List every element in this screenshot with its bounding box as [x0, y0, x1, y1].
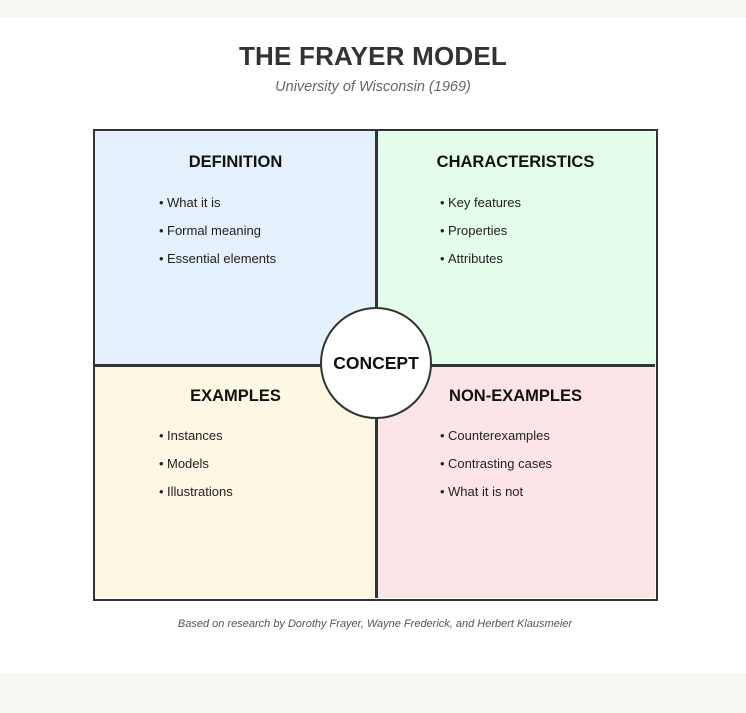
- list-item: •Key features: [440, 194, 521, 222]
- bullet-icon: •: [440, 484, 445, 499]
- list-item-text: Formal meaning: [167, 223, 261, 238]
- list-item: •Properties: [440, 222, 521, 250]
- list-item-text: What it is not: [448, 484, 524, 499]
- list-item: •Attributes: [440, 250, 521, 278]
- list-item-text: Models: [167, 456, 209, 471]
- bullet-icon: •: [440, 195, 445, 210]
- bullet-icon: •: [159, 251, 164, 266]
- concept-label: CONCEPT: [333, 352, 419, 373]
- list-item: •Instances: [159, 427, 233, 455]
- list-item: •What it is: [159, 194, 276, 222]
- list-item-text: Contrasting cases: [448, 456, 553, 471]
- bullet-icon: •: [159, 195, 164, 210]
- list-item-text: Key features: [448, 195, 521, 210]
- quadrant-examples: EXAMPLES •Instances •Models •Illustratio…: [95, 365, 376, 598]
- quadrant-list: •Instances •Models •Illustrations: [159, 427, 233, 511]
- list-item-text: Essential elements: [167, 251, 277, 266]
- quadrant-title: NON-EXAMPLES: [449, 387, 582, 405]
- list-item: •Contrasting cases: [440, 455, 552, 483]
- bullet-icon: •: [440, 428, 445, 443]
- quadrant-non-examples: NON-EXAMPLES •Counterexamples •Contrasti…: [376, 365, 655, 598]
- list-item: •Formal meaning: [159, 222, 276, 250]
- quadrant-characteristics: CHARACTERISTICS •Key features •Propertie…: [376, 131, 655, 365]
- bullet-icon: •: [440, 251, 445, 266]
- list-item: •Models: [159, 455, 233, 483]
- list-item-text: Attributes: [448, 251, 503, 266]
- list-item-text: Instances: [167, 428, 223, 443]
- concept-circle: CONCEPT: [320, 307, 432, 419]
- bullet-icon: •: [159, 484, 164, 499]
- quadrant-list: •Key features •Properties •Attributes: [440, 194, 521, 278]
- list-item-text: Properties: [448, 223, 508, 238]
- quadrant-title: EXAMPLES: [190, 387, 281, 405]
- list-item-text: What it is: [167, 195, 221, 210]
- quadrant-title: CHARACTERISTICS: [436, 153, 595, 171]
- diagram-canvas: THE FRAYER MODEL University of Wisconsin…: [0, 17, 746, 673]
- list-item: •Essential elements: [159, 250, 276, 278]
- quadrant-list: •Counterexamples •Contrasting cases •Wha…: [440, 427, 552, 511]
- bullet-icon: •: [159, 428, 164, 443]
- bullet-icon: •: [159, 223, 164, 238]
- bullet-icon: •: [440, 223, 445, 238]
- list-item-text: Counterexamples: [448, 428, 550, 443]
- list-item: •What it is not: [440, 483, 552, 511]
- quadrant-list: •What it is •Formal meaning •Essential e…: [159, 194, 276, 278]
- diagram-subtitle: University of Wisconsin (1969): [275, 79, 471, 95]
- list-item-text: Illustrations: [167, 484, 233, 499]
- diagram-title: THE FRAYER MODEL: [238, 41, 508, 71]
- footnote: Based on research by Dorothy Frayer, Way…: [177, 618, 573, 630]
- quadrant-definition: DEFINITION •What it is •Formal meaning •…: [95, 131, 376, 365]
- bullet-icon: •: [159, 456, 164, 471]
- list-item: •Counterexamples: [440, 427, 552, 455]
- quadrant-title: DEFINITION: [188, 153, 283, 171]
- bullet-icon: •: [440, 456, 445, 471]
- list-item: •Illustrations: [159, 483, 233, 511]
- frayer-grid: DEFINITION •What it is •Formal meaning •…: [93, 129, 658, 601]
